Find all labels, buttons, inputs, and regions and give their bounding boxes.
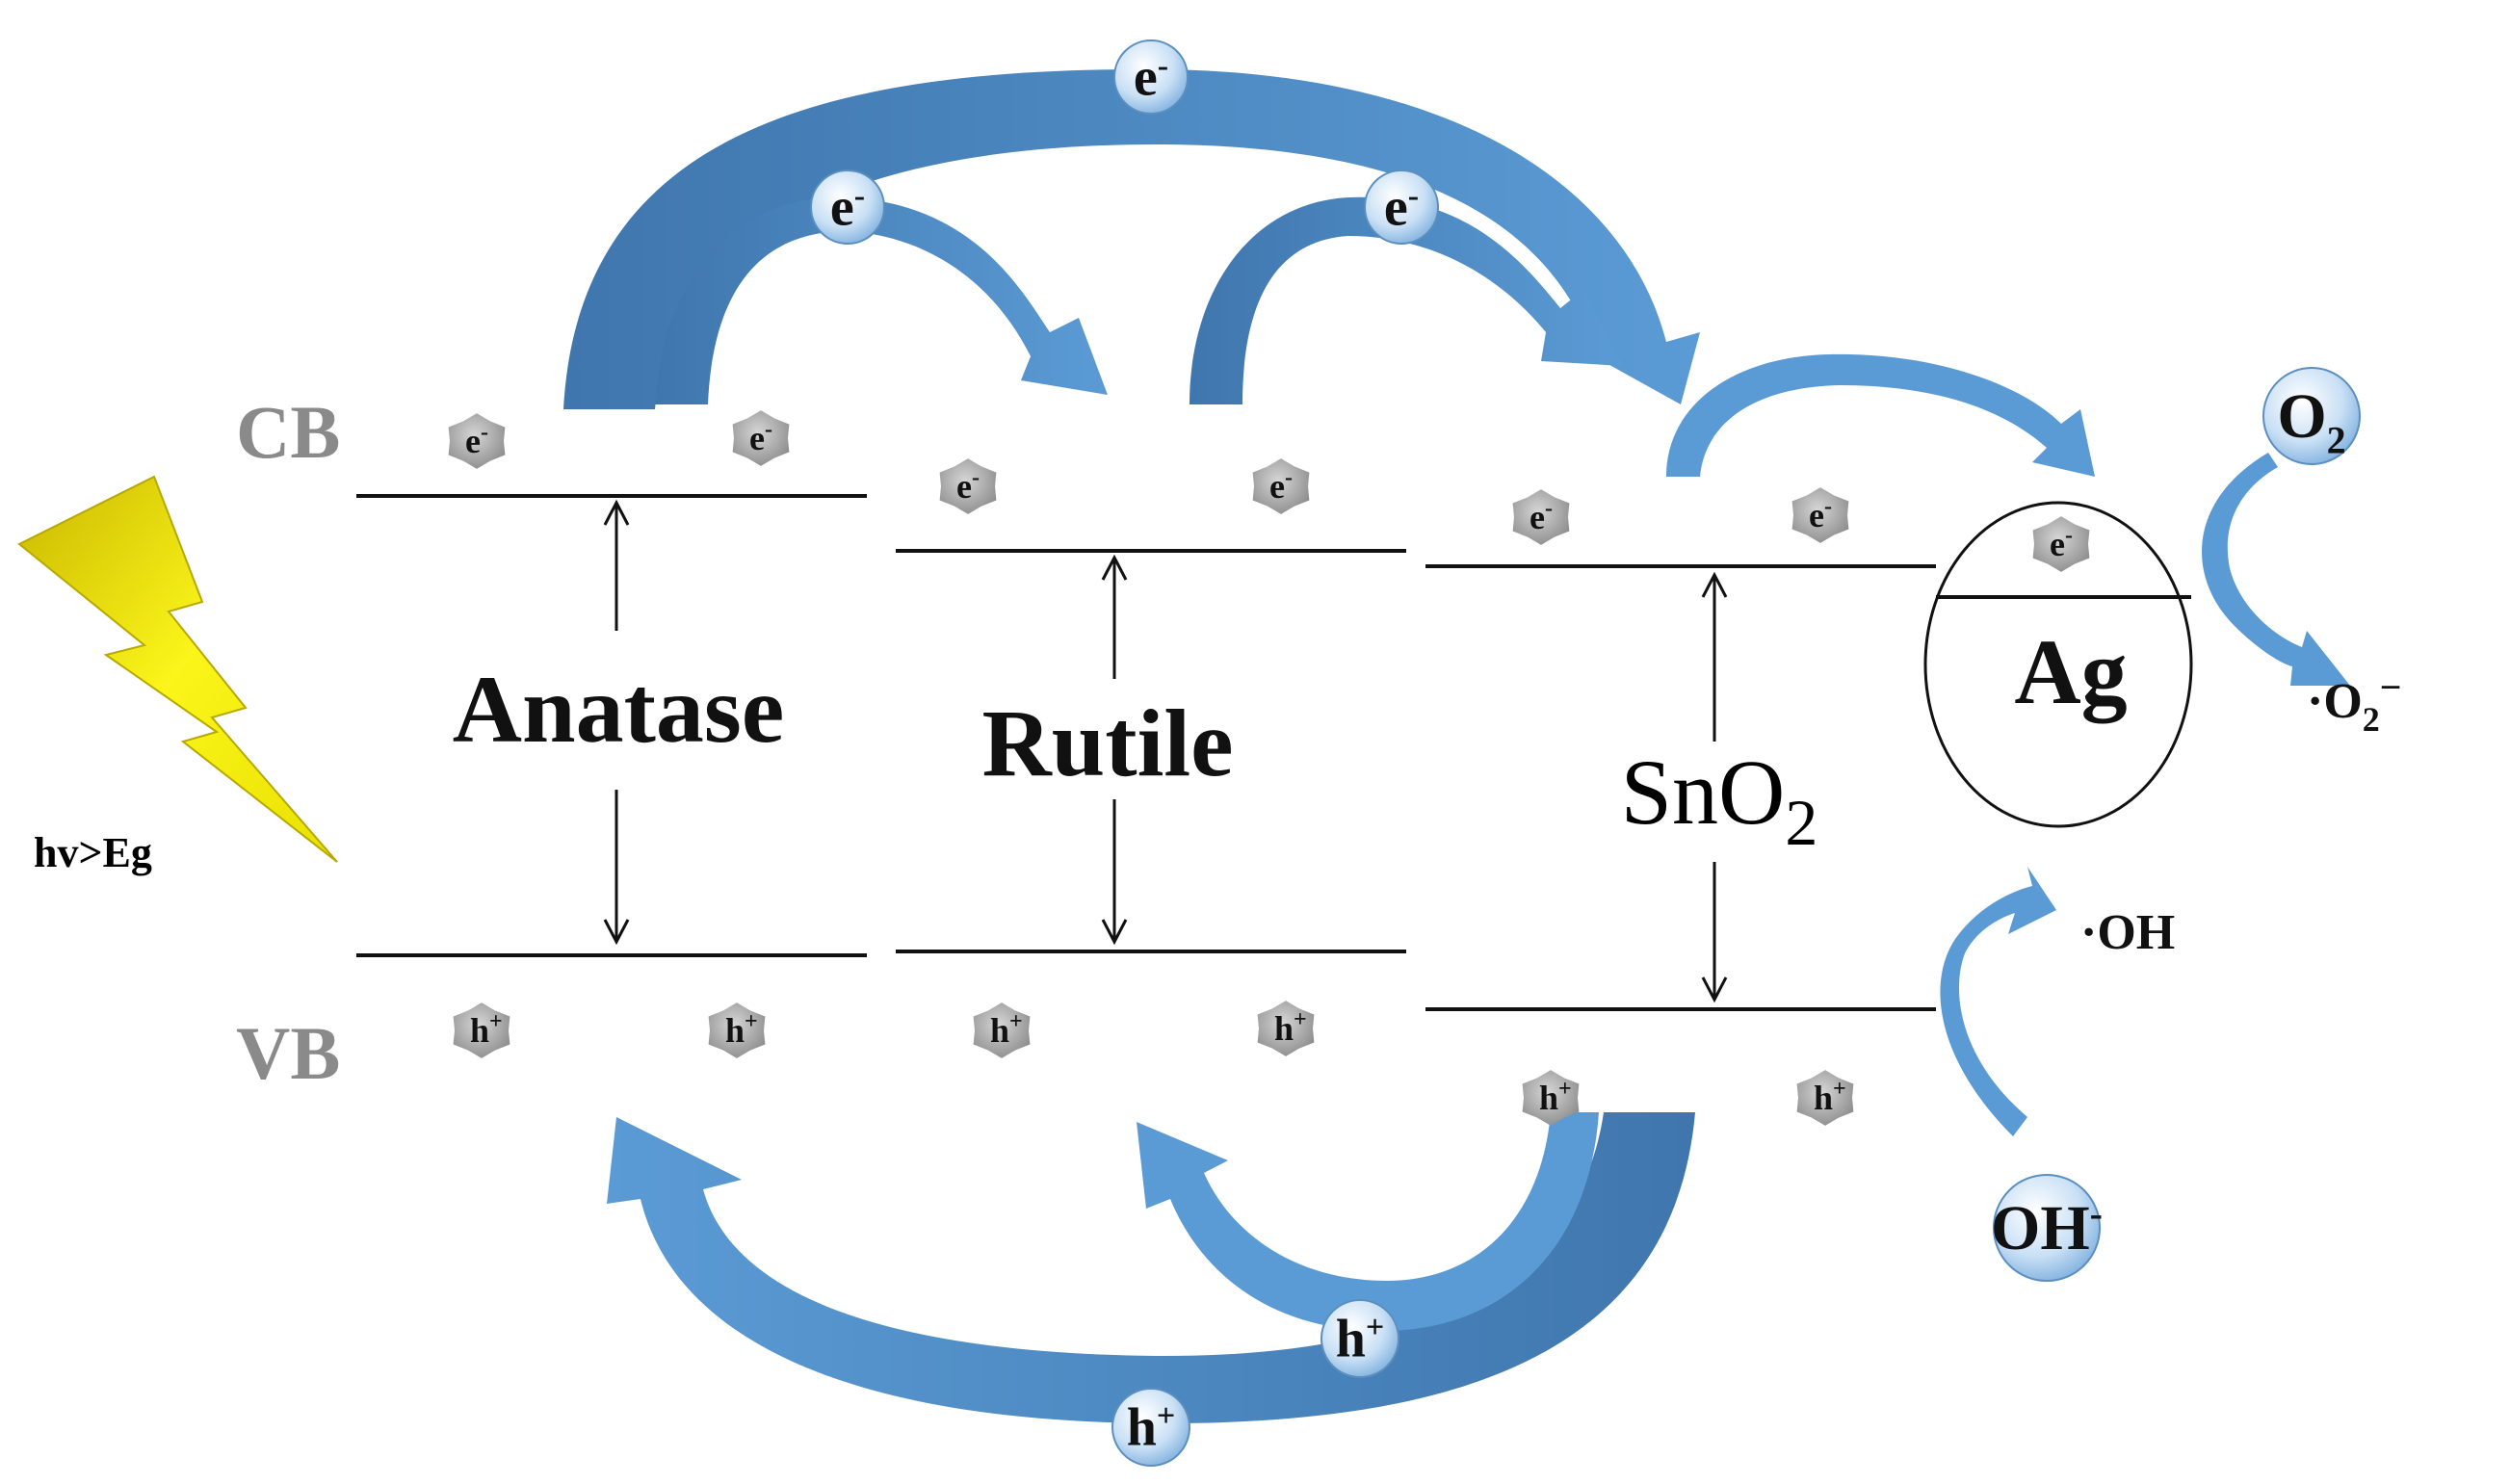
vb-label: VB xyxy=(236,1011,340,1095)
svg-text:e-: e- xyxy=(2050,523,2073,563)
superoxide-sup: − xyxy=(2380,665,2402,709)
electron-dot: e- xyxy=(1791,487,1849,543)
hole-dot: h+ xyxy=(973,1002,1031,1058)
svg-text:h+: h+ xyxy=(990,1009,1023,1050)
electron-transfer-bubble: e- xyxy=(1113,39,1189,115)
hydroxyl-radical-label: ·OH xyxy=(2080,905,2175,960)
electron-dot: e- xyxy=(1512,489,1570,545)
svg-text:O2: O2 xyxy=(2277,381,2345,462)
light-condition-label: hv>Eg xyxy=(34,829,152,876)
hole-dot: h+ xyxy=(1257,1001,1315,1056)
light-bolt-icon xyxy=(17,475,338,863)
svg-text:h+: h+ xyxy=(1336,1309,1385,1368)
hydroxyl-oxidation-arrow xyxy=(1940,867,2056,1136)
hole-dot: h+ xyxy=(453,1002,510,1058)
superoxide-sub: 2 xyxy=(2363,700,2380,739)
cb-label: CB xyxy=(236,390,340,474)
hole-transfer-arrow-sno2-to-anatase xyxy=(607,1112,1695,1424)
hole-transfer-bubble: h+ xyxy=(1320,1299,1399,1378)
hole-transfer-arrow-sno2-to-rutile xyxy=(1137,1112,1599,1332)
anatase-label: Anatase xyxy=(453,656,784,763)
hole-dot: h+ xyxy=(708,1002,766,1058)
ag-label: Ag xyxy=(2014,620,2127,723)
svg-text:e-: e- xyxy=(465,420,488,460)
electron-dot: e- xyxy=(939,458,997,514)
superoxide-prefix: ·O xyxy=(2307,674,2363,729)
svg-text:e-: e- xyxy=(749,417,772,457)
hole-dot: h+ xyxy=(1796,1070,1854,1126)
svg-text:e-: e- xyxy=(1530,496,1553,536)
anatase-gap-arrow xyxy=(603,499,630,946)
svg-text:OH-: OH- xyxy=(1991,1192,2103,1263)
hydroxide-bubble: OH- xyxy=(1991,1174,2103,1282)
ag-particle xyxy=(1923,501,2193,828)
oxygen-reduction-arrow xyxy=(2202,453,2350,686)
rutile-label: Rutile xyxy=(981,690,1233,796)
svg-text:e-: e- xyxy=(1384,177,1419,237)
sno2-label-base: SnO xyxy=(1621,741,1786,844)
svg-text:e-: e- xyxy=(1134,47,1168,107)
carrier-layer: e-e-e-e-e-e-e-h+ h+ h+ h+ h+ h+ xyxy=(448,410,2090,1126)
hole-transfer-bubble: h+ xyxy=(1111,1388,1190,1467)
svg-text:e-: e- xyxy=(1809,494,1832,534)
electron-dot: e- xyxy=(2032,516,2090,572)
electron-transfer-bubble: e- xyxy=(1364,169,1439,245)
sno2-label: SnO2 xyxy=(1621,741,1818,859)
svg-text:h+: h+ xyxy=(1814,1077,1846,1117)
svg-text:e-: e- xyxy=(830,177,865,237)
svg-text:h+: h+ xyxy=(725,1009,758,1050)
sno2-label-sub: 2 xyxy=(1785,786,1817,859)
oxygen-bubble: O2 xyxy=(2262,367,2361,465)
electron-transfer-bubble: e- xyxy=(810,169,885,245)
electron-transfer-arrow-sno2-to-ag xyxy=(1666,353,2095,477)
svg-text:h+: h+ xyxy=(1274,1007,1307,1048)
svg-text:e-: e- xyxy=(956,465,980,506)
hole-dot: h+ xyxy=(1522,1070,1580,1126)
electron-transfer-arrow-rutile-to-sno2 xyxy=(1190,196,1623,404)
electron-transfer-arrow-anatase-to-rutile xyxy=(655,196,1108,404)
svg-text:h+: h+ xyxy=(470,1009,503,1050)
rutile-gap-arrow xyxy=(1101,554,1128,946)
sno2-gap-arrow xyxy=(1701,571,1728,1003)
electron-dot: e- xyxy=(1252,458,1310,514)
svg-text:e-: e- xyxy=(1269,465,1293,506)
electron-dot: e- xyxy=(448,413,506,469)
electron-transfer-arrow-anatase-to-sno2 xyxy=(563,68,1700,409)
svg-text:h+: h+ xyxy=(1127,1397,1176,1457)
electron-dot: e- xyxy=(732,410,790,466)
superoxide-label: ·O2− xyxy=(2307,665,2402,739)
svg-text:h+: h+ xyxy=(1539,1077,1572,1117)
